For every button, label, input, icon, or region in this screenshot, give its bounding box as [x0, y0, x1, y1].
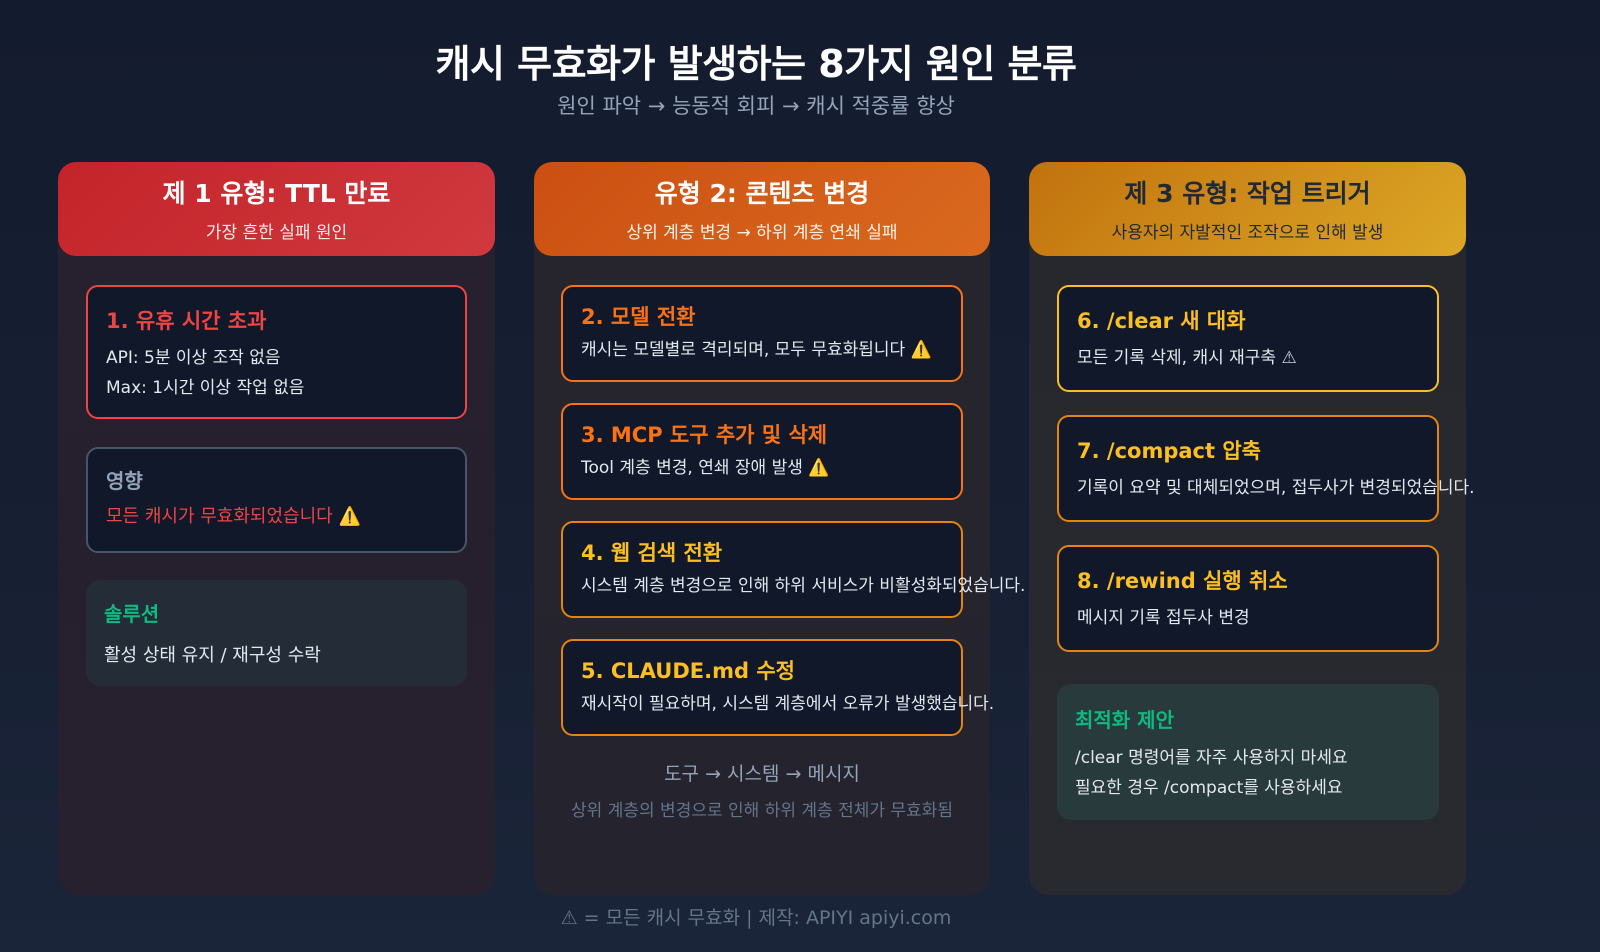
- cause-title: 6. /clear 새 대화: [1077, 309, 1246, 333]
- page-title: 캐시 무효화가 발생하는 8가지 원인 분류: [435, 42, 1077, 86]
- cause-title: 2. 모델 전환: [581, 305, 696, 329]
- footer-legend: ⚠ = 모든 캐시 무효화 | 제작: APIYI apiyi.com: [560, 907, 952, 929]
- cause-card-mcp-tools: 3. MCP 도구 추가 및 삭제 Tool 계층 변경, 연쇄 장애 발생 ⚠…: [561, 403, 963, 500]
- category-action-trigger: 제 3 유형: 작업 트리거 사용자의 자발적인 조작으로 인해 발생 6. /…: [1029, 162, 1475, 895]
- warning-outline-icon: ⚠: [1281, 348, 1297, 368]
- cause-title: 4. 웹 검색 전환: [581, 541, 723, 565]
- cause-card-idle-timeout: 1. 유휴 시간 초과 API: 5분 이상 조작 없음 Max: 1시간 이상…: [86, 285, 467, 419]
- page-subtitle: 원인 파악 → 능동적 회피 → 캐시 적중률 향상: [557, 94, 955, 118]
- tip-line: 필요한 경우 /compact를 사용하세요: [1075, 778, 1343, 798]
- cause-title: 3. MCP 도구 추가 및 삭제: [581, 423, 828, 447]
- optimization-tip-box: 최적화 제안 /clear 명령어를 자주 사용하지 마세요 필요한 경우 /c…: [1057, 684, 1439, 820]
- cause-desc: 모든 기록 삭제, 캐시 재구축: [1077, 348, 1277, 368]
- cause-title: 5. CLAUDE.md 수정: [581, 659, 795, 683]
- warning-icon: ⚠️: [808, 458, 830, 478]
- cause-desc: 시스템 계층 변경으로 인해 하위 서비스가 비활성화되었습니다.: [581, 576, 1026, 596]
- solution-label: 솔루션: [104, 602, 160, 626]
- impact-card: 영향 모든 캐시가 무효화되었습니다 ⚠️: [86, 447, 467, 553]
- cause-line: API: 5분 이상 조작 없음: [106, 348, 281, 368]
- category-subtitle: 사용자의 자발적인 조작으로 인해 발생: [1111, 223, 1384, 243]
- warning-icon: ⚠️: [910, 340, 932, 360]
- solution-text: 활성 상태 유지 / 재구성 수락: [104, 645, 321, 666]
- cause-card-claude-md: 5. CLAUDE.md 수정 재시작이 필요하며, 시스템 계층에서 오류가 …: [561, 639, 995, 736]
- cause-card-web-search: 4. 웹 검색 전환 시스템 계층 변경으로 인해 하위 서비스가 비활성화되었…: [561, 521, 1026, 618]
- category-header: 제 1 유형: TTL 만료 가장 흔한 실패 원인: [58, 162, 495, 256]
- category-subtitle: 가장 흔한 실패 원인: [205, 223, 348, 243]
- cause-desc: 캐시는 모델별로 격리되며, 모두 무효화됩니다: [581, 340, 906, 360]
- cause-desc: Tool 계층 변경, 연쇄 장애 발생: [581, 458, 803, 478]
- impact-text: 모든 캐시가 무효화되었습니다: [106, 506, 333, 527]
- category-header: 제 3 유형: 작업 트리거 사용자의 자발적인 조작으로 인해 발생: [1029, 162, 1466, 256]
- solution-box: 솔루션 활성 상태 유지 / 재구성 수락: [86, 580, 467, 686]
- cause-title: 8. /rewind 실행 취소: [1077, 569, 1288, 593]
- layer-flow: 도구 → 시스템 → 메시지: [664, 763, 860, 785]
- cause-title: 1. 유휴 시간 초과: [106, 309, 267, 333]
- cause-desc: 재시작이 필요하며, 시스템 계층에서 오류가 발생했습니다.: [581, 694, 995, 714]
- category-title: 제 3 유형: 작업 트리거: [1124, 179, 1371, 208]
- impact-label: 영향: [106, 469, 143, 493]
- warning-icon: ⚠️: [338, 506, 361, 527]
- category-title: 제 1 유형: TTL 만료: [162, 179, 391, 208]
- cause-card-compact: 7. /compact 압축 기록이 요약 및 대체되었으며, 접두사가 변경되…: [1057, 415, 1475, 522]
- category-ttl-expiry: 제 1 유형: TTL 만료 가장 흔한 실패 원인 1. 유휴 시간 초과 A…: [58, 162, 495, 895]
- layer-flow-note: 상위 계층의 변경으로 인해 하위 계층 전체가 무효화됨: [571, 801, 953, 821]
- category-header: 유형 2: 콘텐츠 변경 상위 계층 변경 → 하위 계층 연쇄 실패: [534, 162, 990, 256]
- tip-label: 최적화 제안: [1075, 708, 1174, 732]
- cause-line: Max: 1시간 이상 작업 없음: [106, 378, 305, 398]
- category-title: 유형 2: 콘텐츠 변경: [654, 179, 870, 208]
- cause-card-clear: 6. /clear 새 대화 모든 기록 삭제, 캐시 재구축 ⚠: [1057, 285, 1439, 392]
- category-content-change: 유형 2: 콘텐츠 변경 상위 계층 변경 → 하위 계층 연쇄 실패 2. 모…: [534, 162, 1026, 895]
- cause-card-model-switch: 2. 모델 전환 캐시는 모델별로 격리되며, 모두 무효화됩니다 ⚠️: [561, 285, 963, 382]
- cause-title: 7. /compact 압축: [1077, 439, 1261, 463]
- tip-line: /clear 명령어를 자주 사용하지 마세요: [1075, 748, 1348, 768]
- cause-desc: 메시지 기록 접두사 변경: [1077, 608, 1250, 628]
- category-subtitle: 상위 계층 변경 → 하위 계층 연쇄 실패: [626, 223, 898, 243]
- cause-desc: 기록이 요약 및 대체되었으며, 접두사가 변경되었습니다.: [1077, 478, 1475, 498]
- cause-card-rewind: 8. /rewind 실행 취소 메시지 기록 접두사 변경: [1057, 545, 1439, 652]
